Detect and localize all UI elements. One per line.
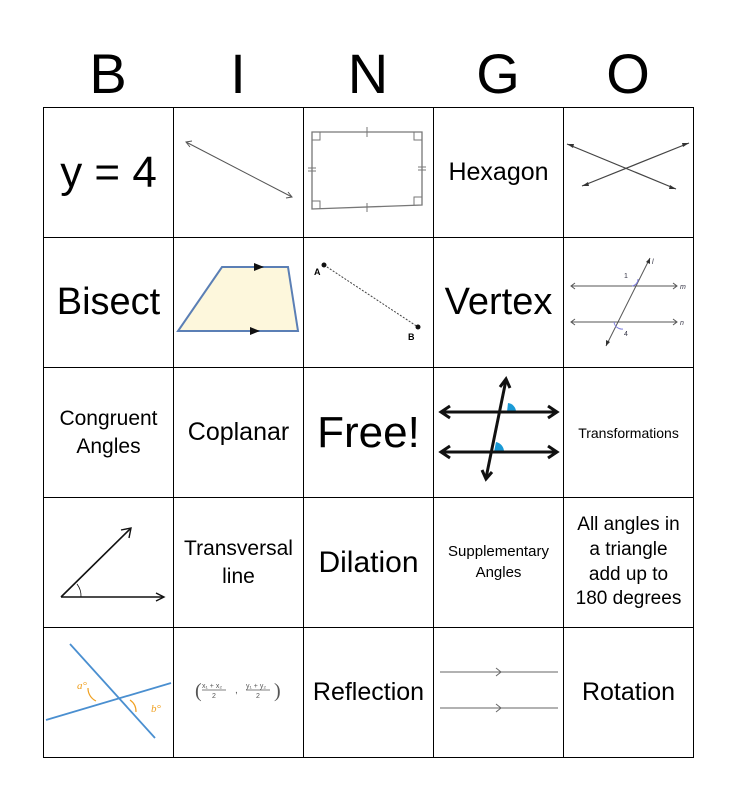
cell-r3c1[interactable]: Congruent Angles bbox=[44, 368, 174, 498]
angle-diagram-icon bbox=[60, 527, 166, 602]
cell-text: Coplanar bbox=[187, 418, 290, 446]
cell-text: Congruent Angles bbox=[59, 407, 158, 458]
header-letter-i: I bbox=[230, 42, 246, 105]
bingo-header: B I N G O bbox=[43, 40, 693, 108]
cell-r4c5[interactable]: All angles in a triangle add up to 180 d… bbox=[564, 498, 694, 628]
cell-r4c2[interactable]: Transversal line bbox=[174, 498, 304, 628]
point-b-label: B bbox=[408, 332, 415, 342]
cell-r5c5[interactable]: Rotation bbox=[564, 628, 694, 758]
vertical-angles-icon: a° b° bbox=[45, 643, 172, 739]
cell-r5c1[interactable]: a° b° bbox=[44, 628, 174, 758]
header-letter-b: B bbox=[89, 42, 127, 105]
svg-text:(: ( bbox=[195, 680, 202, 702]
cell-r2c3[interactable]: A B bbox=[304, 238, 434, 368]
cell-text: y = 4 bbox=[60, 147, 157, 197]
svg-text:,: , bbox=[235, 685, 238, 696]
midpoint-y-numerator: y₁ + y₂ bbox=[246, 683, 266, 690]
line-segment-icon: A B bbox=[314, 262, 421, 342]
angle-1-label: 1 bbox=[624, 273, 628, 280]
cell-r1c5[interactable] bbox=[564, 108, 694, 238]
cell-r2c4[interactable]: Vertex bbox=[434, 238, 564, 368]
cell-r3c4[interactable] bbox=[434, 368, 564, 498]
cell-text: Vertex bbox=[444, 281, 553, 323]
angle-4-label: 4 bbox=[624, 331, 628, 338]
corresponding-angles-icon bbox=[438, 376, 560, 482]
cell-text: Hexagon bbox=[448, 158, 549, 186]
cell-text: Bisect bbox=[56, 281, 161, 323]
header-letter-o: O bbox=[606, 42, 650, 105]
cell-r1c2[interactable] bbox=[174, 108, 304, 238]
cell-text: Supplementary Angles bbox=[448, 543, 549, 581]
cell-r1c3[interactable] bbox=[304, 108, 434, 238]
cell-r5c3[interactable]: Reflection bbox=[304, 628, 434, 758]
svg-text:): ) bbox=[274, 680, 281, 702]
cell-r3c2[interactable]: Coplanar bbox=[174, 368, 304, 498]
intersecting-lines-icon bbox=[566, 142, 690, 190]
cell-text: Rotation bbox=[581, 678, 676, 706]
midpoint-x-denominator: 2 bbox=[212, 693, 216, 700]
header-letter-g: G bbox=[476, 42, 520, 105]
line-diagram-icon bbox=[185, 140, 293, 199]
rectangle-diagram-icon bbox=[308, 127, 426, 212]
cell-text: Transversal line bbox=[184, 537, 293, 588]
cell-r4c4[interactable]: Supplementary Angles bbox=[434, 498, 564, 628]
cell-r1c4[interactable]: Hexagon bbox=[434, 108, 564, 238]
cell-r1c1[interactable]: y = 4 bbox=[44, 108, 174, 238]
angle-b-label: b° bbox=[151, 703, 162, 715]
cell-r3c3-free[interactable]: Free! bbox=[304, 368, 434, 498]
header-letter-n: N bbox=[347, 42, 389, 105]
cell-r4c1[interactable] bbox=[44, 498, 174, 628]
bingo-board: y = 4 Hexagon bbox=[43, 107, 694, 758]
cell-text: All angles in a triangle add up to 180 d… bbox=[575, 514, 682, 610]
cell-text: Transformations bbox=[578, 424, 679, 441]
line-n-label: n bbox=[680, 320, 684, 327]
cell-text: Reflection bbox=[312, 678, 425, 706]
trapezoid-icon bbox=[176, 263, 300, 335]
midpoint-y-denominator: 2 bbox=[256, 693, 260, 700]
free-space-text: Free! bbox=[317, 407, 420, 457]
cell-text: Dilation bbox=[318, 545, 419, 579]
point-a-label: A bbox=[314, 267, 321, 277]
parallel-lines-icon bbox=[440, 667, 558, 713]
cell-r3c5[interactable]: Transformations bbox=[564, 368, 694, 498]
cell-r2c2[interactable] bbox=[174, 238, 304, 368]
cell-r2c5[interactable]: 1 4 l m n bbox=[564, 238, 694, 368]
line-l-label: l bbox=[652, 259, 654, 266]
line-m-label: m bbox=[680, 284, 686, 291]
cell-r2c1[interactable]: Bisect bbox=[44, 238, 174, 368]
parallel-lines-transversal-icon: 1 4 l m n bbox=[570, 257, 686, 347]
cell-r5c4[interactable] bbox=[434, 628, 564, 758]
cell-r4c3[interactable]: Dilation bbox=[304, 498, 434, 628]
midpoint-x-numerator: x₁ + x₂ bbox=[202, 683, 222, 690]
midpoint-formula-icon: ( x₁ + x₂ 2 , y₁ + y₂ 2 ) bbox=[195, 680, 281, 702]
angle-a-label: a° bbox=[77, 680, 88, 692]
cell-r5c2[interactable]: ( x₁ + x₂ 2 , y₁ + y₂ 2 ) bbox=[174, 628, 304, 758]
